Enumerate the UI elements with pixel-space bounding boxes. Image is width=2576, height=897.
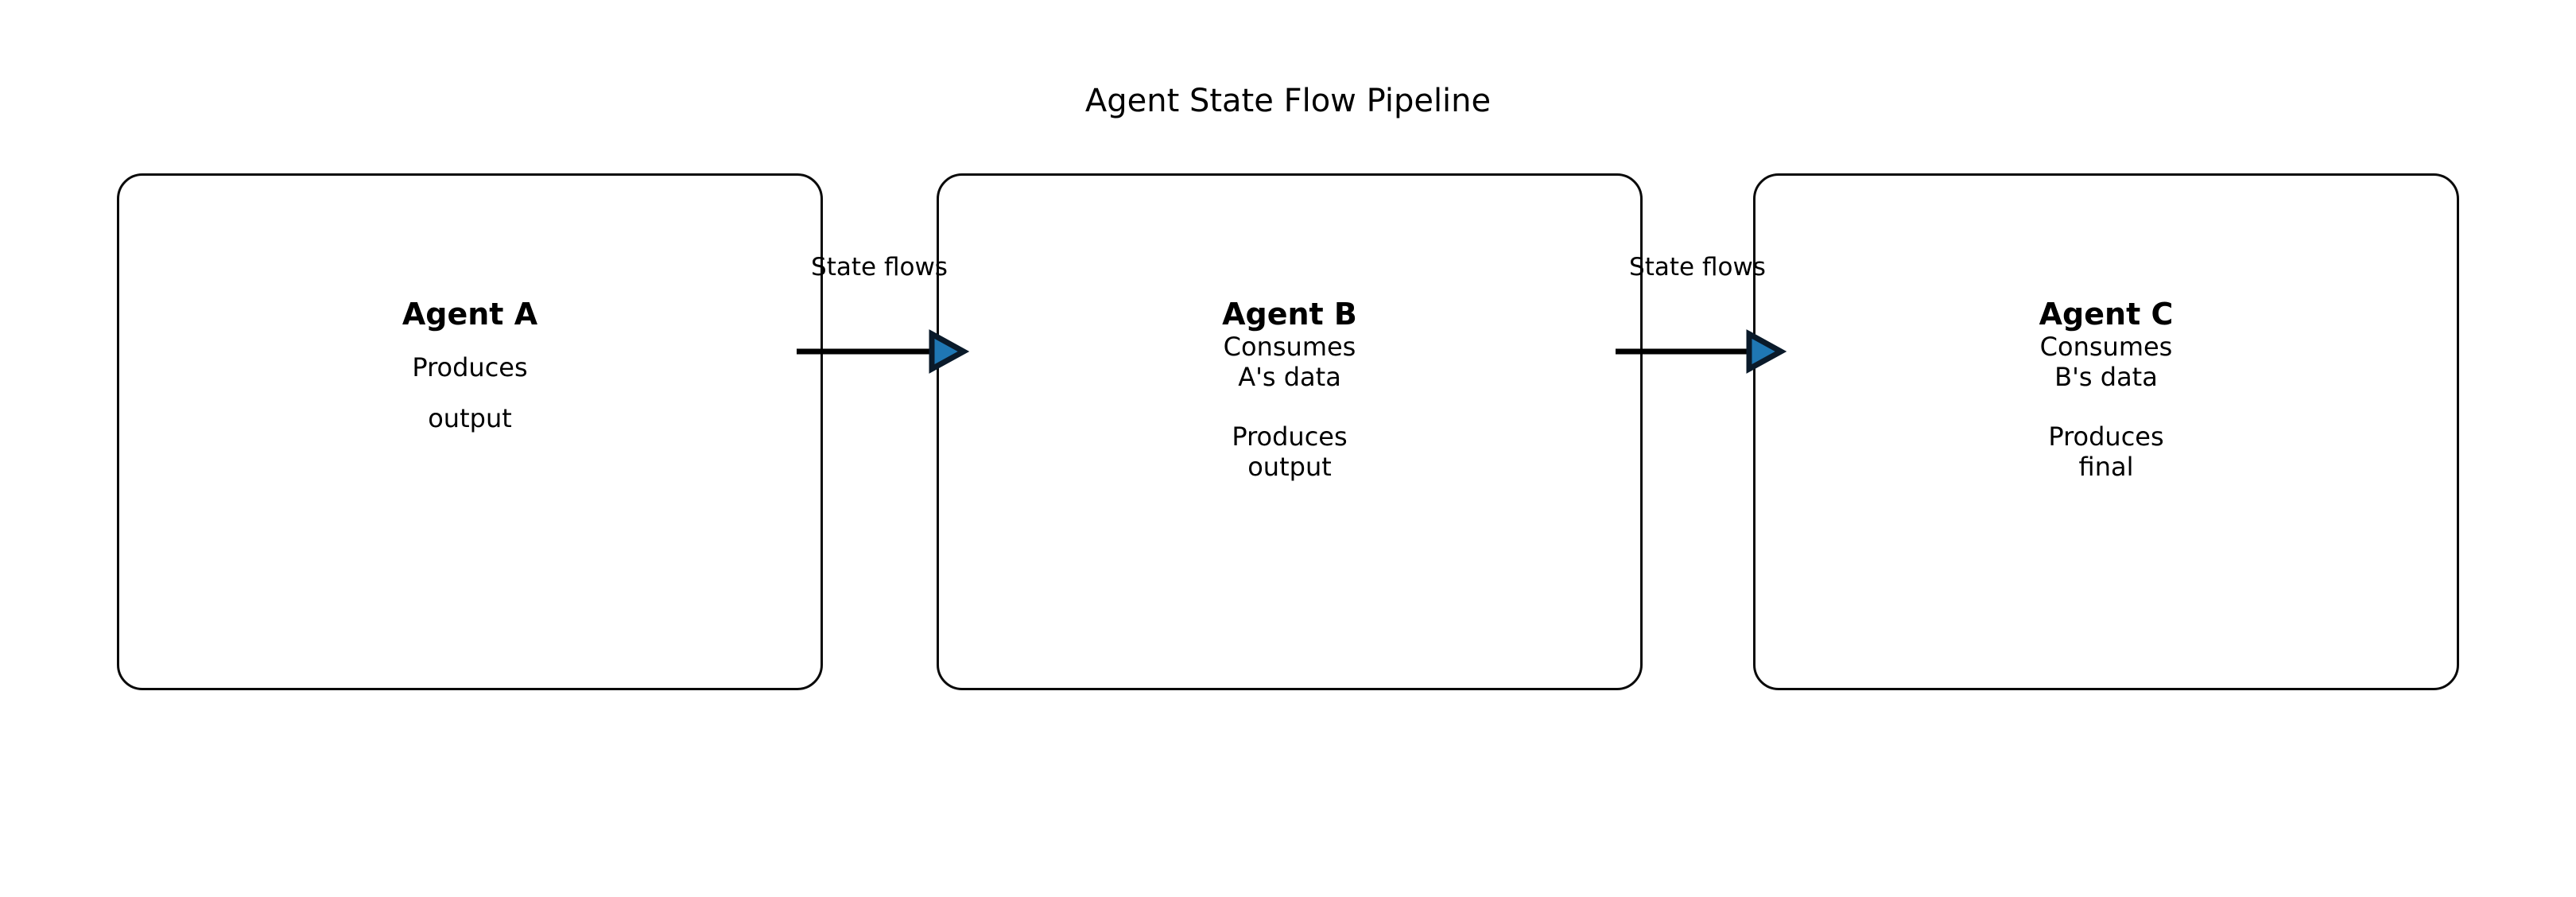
node-agent-a[interactable]: Agent A Produces output — [117, 173, 823, 690]
node-agent-c-text: Agent C Consumes B's data Produces final — [1755, 297, 2457, 483]
node-agent-c-title: Agent C — [2039, 297, 2174, 332]
diagram-title: Agent State Flow Pipeline — [1084, 83, 1492, 119]
node-agent-c-line-4: final — [2078, 452, 2134, 483]
node-agent-b-line-0: Consumes — [1223, 331, 1356, 362]
node-agent-b-line-3: Produces — [1232, 421, 1348, 452]
edge-b-c-label: State flows — [1629, 253, 1766, 282]
node-agent-c[interactable]: Agent C Consumes B's data Produces final — [1753, 173, 2459, 690]
node-agent-b-title: Agent B — [1222, 297, 1357, 332]
node-agent-c-line-3: Produces — [2048, 421, 2164, 452]
node-agent-c-line-1: B's data — [2054, 361, 2158, 392]
node-agent-b-text: Agent B Consumes A's data Produces outpu… — [939, 297, 1640, 483]
node-agent-b-line-2 — [939, 392, 1640, 422]
node-agent-c-line-0: Consumes — [2039, 331, 2173, 362]
node-agent-b-line-1: A's data — [1238, 361, 1341, 392]
node-agent-a-line-0: Produces — [412, 351, 528, 382]
node-agent-b[interactable]: Agent B Consumes A's data Produces outpu… — [937, 173, 1643, 690]
node-agent-a-text: Agent A Produces output — [119, 297, 821, 433]
node-agent-c-line-2 — [1755, 392, 2457, 422]
node-agent-a-line-1: output — [428, 402, 512, 433]
edge-a-b-label: State flows — [811, 253, 948, 282]
node-agent-b-line-4: output — [1247, 452, 1332, 483]
node-agent-a-title: Agent A — [402, 297, 538, 332]
